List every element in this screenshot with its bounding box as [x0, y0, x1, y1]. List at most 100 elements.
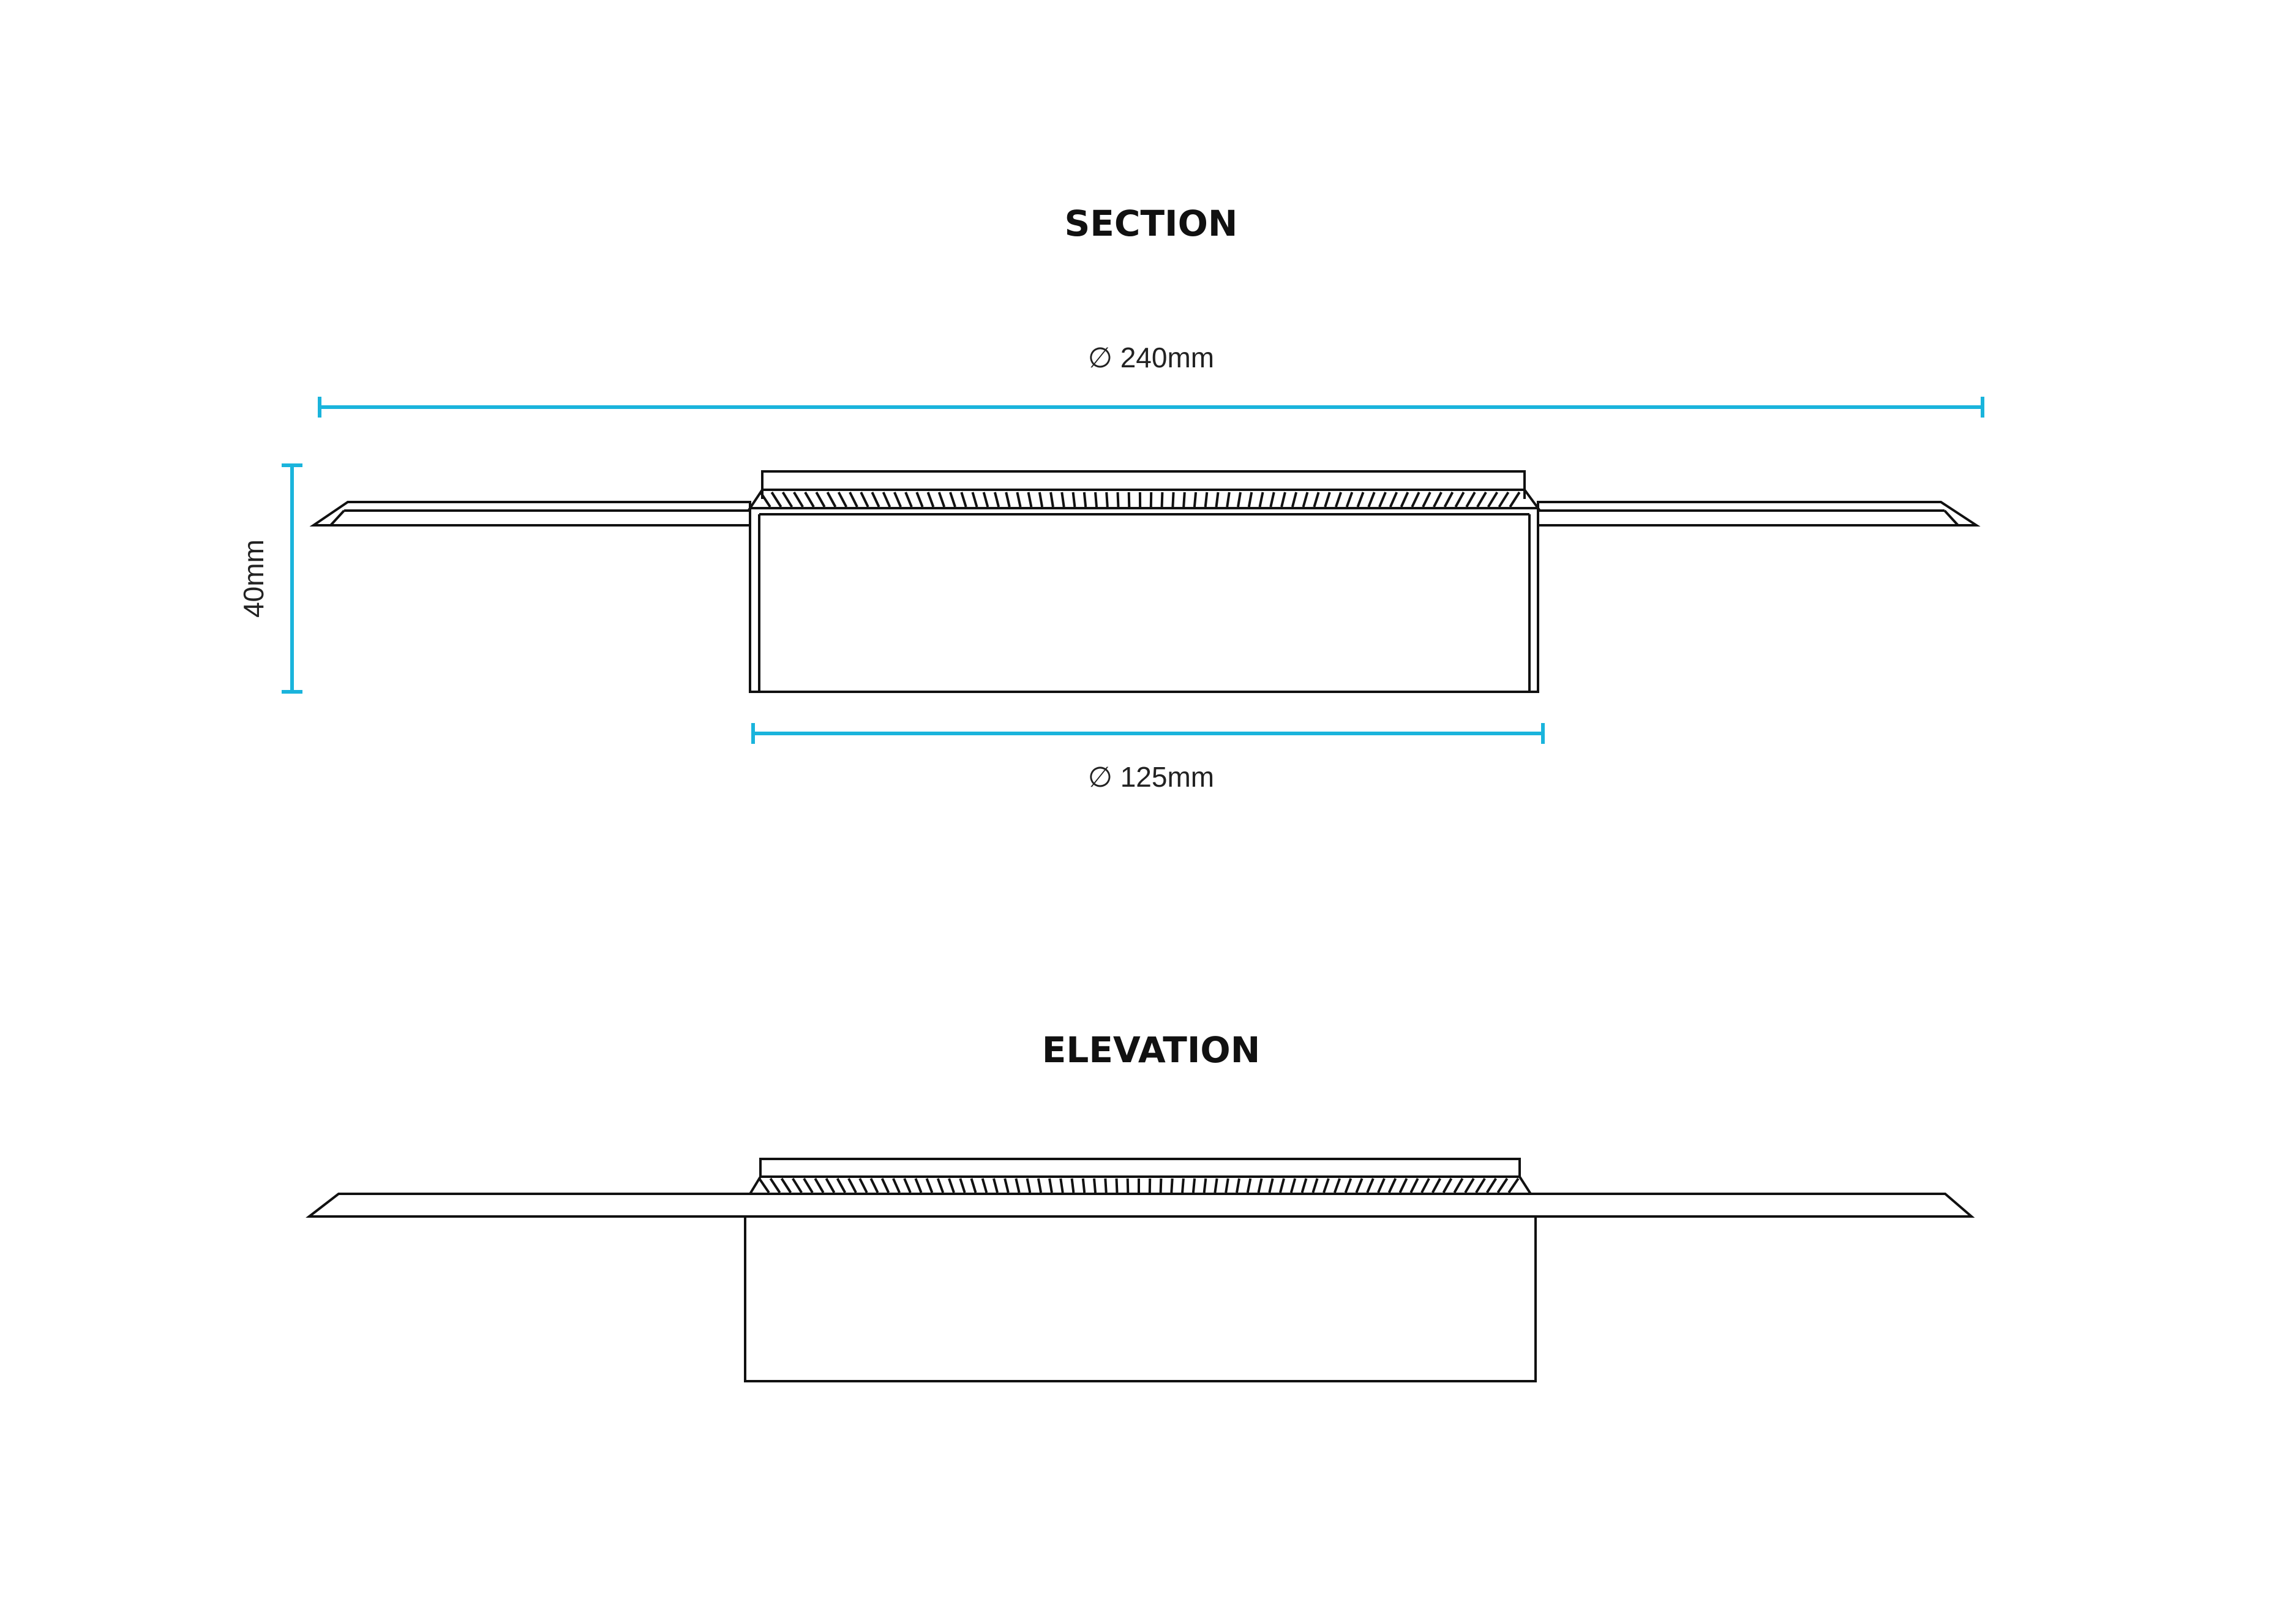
fin-line [960, 492, 967, 508]
fin-line [825, 1178, 836, 1193]
fin-line [1289, 1178, 1297, 1193]
fin-line [759, 491, 771, 508]
fin-line [1026, 1178, 1032, 1193]
fin-line [1334, 1178, 1341, 1193]
fin-line [982, 492, 989, 508]
fin-line [860, 492, 869, 508]
elevation-luminaire [306, 1158, 1975, 1382]
fin-line [1247, 492, 1253, 508]
fin-line [1398, 1178, 1408, 1193]
section-title: SECTION [1065, 203, 1238, 244]
fin-line [892, 1178, 901, 1193]
fin-line [869, 1178, 879, 1193]
fin-line [1171, 492, 1175, 508]
fin-line [1070, 1178, 1075, 1193]
section-left-flange-bevel [329, 509, 345, 527]
fin-line [1487, 491, 1499, 508]
overall-diameter-dimension: ∅ 240mm [318, 342, 1984, 418]
fin-line [959, 1178, 966, 1193]
fin-line [1389, 492, 1398, 508]
fin-line [1004, 1178, 1010, 1193]
fin-line [1443, 492, 1454, 508]
fin-line [880, 1178, 890, 1193]
fin-line [1420, 1178, 1430, 1193]
fin-line [1498, 491, 1510, 508]
fin-line [1345, 492, 1354, 508]
fin-line [1486, 1177, 1497, 1194]
fin-line [1236, 1178, 1240, 1193]
fin-line [1016, 492, 1022, 508]
fin-line [1476, 491, 1487, 508]
fin-line [1060, 492, 1065, 508]
fin-line [1049, 492, 1054, 508]
elevation-title: ELEVATION [1042, 1029, 1261, 1071]
elevation-flange [306, 1193, 1975, 1218]
fin-line [1059, 1178, 1064, 1193]
fin-line [1104, 1178, 1108, 1193]
fin-line [1257, 1178, 1263, 1193]
fin-line [971, 492, 978, 508]
fin-line [1311, 1178, 1319, 1193]
fin-line [837, 492, 848, 508]
fin-line [1475, 1177, 1486, 1194]
fin-line [1431, 1178, 1441, 1193]
fin-line [936, 1178, 945, 1193]
fin-line [1093, 1178, 1097, 1193]
fin-line [949, 492, 956, 508]
height-dimension: 40mm [238, 463, 302, 694]
fin-line [792, 1177, 803, 1194]
fin-line [1355, 1178, 1364, 1193]
fin-line [1335, 492, 1342, 508]
fin-line [1170, 1178, 1174, 1193]
fin-line [1378, 492, 1387, 508]
fin-line [1465, 492, 1476, 508]
fin-line [893, 492, 902, 508]
fin-line [1193, 492, 1198, 508]
fin-line [1464, 1177, 1475, 1194]
cutout-diameter-dimension: ∅ 125mm [751, 723, 1545, 793]
overall-diameter-label: ∅ 240mm [1088, 342, 1214, 373]
fin-line [1280, 492, 1286, 508]
fin-line [882, 492, 891, 508]
fin-line [1409, 1178, 1419, 1193]
fin-line [1453, 1178, 1464, 1193]
fin-line [1454, 492, 1465, 508]
fin-line [1258, 492, 1264, 508]
fin-line [1496, 1177, 1509, 1194]
fin-line [1202, 1178, 1207, 1193]
fin-line [1226, 492, 1231, 508]
fin-line [871, 492, 880, 508]
fin-line [1302, 492, 1309, 508]
fin-line [815, 492, 826, 508]
elevation-view: ELEVATION [306, 1029, 1975, 1382]
fin-line [1507, 1177, 1520, 1194]
section-right-flange-bevel [1943, 509, 1959, 527]
fin-line [826, 492, 837, 508]
fin-line [847, 1178, 857, 1193]
fin-line [1422, 492, 1431, 508]
fin-line [915, 492, 924, 508]
fin-line [1116, 492, 1120, 508]
fin-line [948, 1178, 955, 1193]
elevation-body [744, 1215, 1537, 1382]
fin-line [904, 492, 913, 508]
fin-line [758, 1177, 770, 1194]
fin-line [981, 1178, 988, 1193]
fin-line [914, 1178, 923, 1193]
fin-line [1313, 492, 1320, 508]
fin-line [937, 492, 946, 508]
fin-line [1094, 492, 1098, 508]
section-view: SECTION ∅ 240mm 40mm [238, 203, 1984, 793]
fin-line [1127, 492, 1131, 508]
fin-line [1387, 1178, 1397, 1193]
fin-line [1400, 492, 1409, 508]
fin-line [1082, 492, 1087, 508]
fin-line [993, 492, 1000, 508]
fin-line [1071, 492, 1076, 508]
section-fins [759, 491, 1521, 508]
fin-line [769, 1177, 781, 1194]
fin-line [1048, 1178, 1053, 1193]
fin-line [781, 491, 793, 508]
fin-line [1215, 492, 1220, 508]
